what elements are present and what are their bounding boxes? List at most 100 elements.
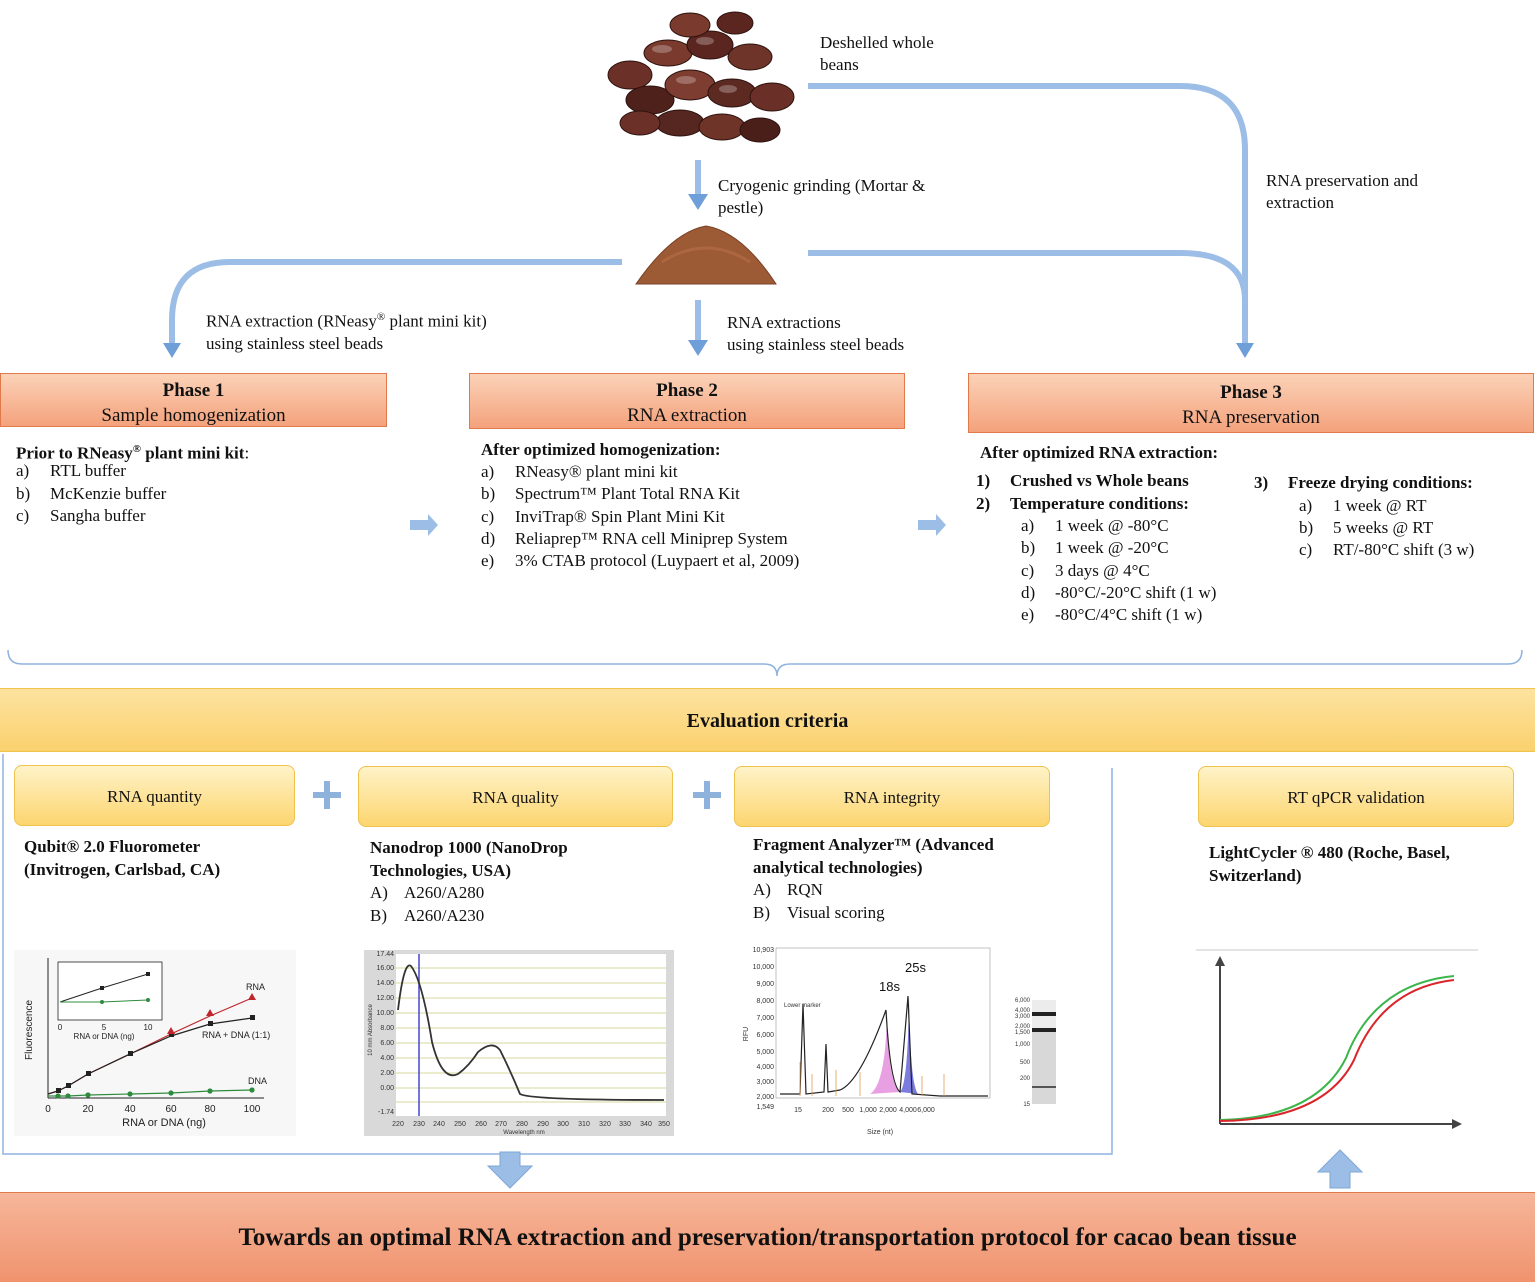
- rna-quality-box: RNA quality: [358, 766, 673, 827]
- svg-text:8.00: 8.00: [380, 1025, 394, 1032]
- series-label-dna: DNA: [248, 1076, 267, 1086]
- rna-integrity-box: RNA integrity: [734, 766, 1050, 827]
- svg-text:4,000: 4,000: [756, 1064, 774, 1071]
- phase2-subtitle: RNA extraction: [627, 405, 747, 426]
- svg-text:300: 300: [557, 1121, 569, 1128]
- svg-text:200: 200: [1020, 1076, 1031, 1082]
- svg-text:350: 350: [658, 1121, 670, 1128]
- svg-text:Wavelength nm: Wavelength nm: [503, 1130, 544, 1136]
- lower-marker-label: Lower marker: [784, 1003, 821, 1009]
- lightcycler-instrument: LightCycler ® 480 (Roche, Basel,Switzerl…: [1209, 843, 1450, 885]
- svg-text:330: 330: [619, 1121, 631, 1128]
- series-label-rna: RNA: [246, 982, 265, 992]
- phase3-group-1: 1)Crushed vs Whole beans: [976, 471, 1189, 490]
- phase2-item: e)3% CTAB protocol (Luypaert et al, 2009…: [481, 551, 800, 570]
- svg-text:6,000: 6,000: [756, 1032, 774, 1039]
- svg-text:310: 310: [578, 1121, 590, 1128]
- svg-text:280: 280: [516, 1121, 528, 1128]
- svg-text:0.00: 0.00: [380, 1085, 394, 1092]
- svg-text:20: 20: [82, 1104, 94, 1115]
- qpcr-curve-red: [1219, 979, 1455, 1122]
- phase3-fd-item: a)1 week @ RT: [1299, 496, 1427, 515]
- svg-text:250: 250: [454, 1121, 466, 1128]
- phase1-heading: Prior to RNeasy® plant mini kit:: [16, 443, 250, 463]
- nanodrop-chart: 17.44 16.00 14.00 12.00 10.00 8.00 6.00 …: [364, 950, 674, 1136]
- grinding-label: Cryogenic grinding (Mortar & pestle): [718, 176, 926, 217]
- phase1-title: Phase 1: [162, 380, 225, 401]
- phase3-header: Phase 3 RNA preservation: [968, 373, 1534, 433]
- rt-qpcr-validation-box: RT qPCR validation: [1198, 766, 1514, 827]
- phase1-item: b)McKenzie buffer: [16, 484, 167, 503]
- svg-text:4,000: 4,000: [1015, 1008, 1031, 1014]
- brace: [7, 649, 1523, 677]
- svg-text:60: 60: [165, 1104, 177, 1115]
- svg-text:17.44: 17.44: [376, 951, 394, 958]
- svg-text:1,549: 1,549: [756, 1104, 774, 1111]
- phase1-item: a)RTL buffer: [16, 461, 126, 480]
- svg-text:10.00: 10.00: [376, 1010, 394, 1017]
- inset-chart: 0 5 10 RNA or DNA (ng): [57, 961, 163, 1041]
- phase3-temp-item: d)-80°C/-20°C shift (1 w): [1021, 583, 1217, 602]
- plus-icon: [313, 781, 721, 809]
- phase2-item: a)RNeasy® plant mini kit: [481, 462, 678, 481]
- svg-text:3,000: 3,000: [756, 1079, 774, 1086]
- svg-text:1,000: 1,000: [1015, 1042, 1031, 1048]
- phase-arrow-1: [410, 514, 438, 536]
- svg-text:-1.74: -1.74: [378, 1109, 394, 1116]
- phase3-temp-item: c)3 days @ 4°C: [1021, 561, 1150, 580]
- phase3-temp-item: b)1 week @ -20°C: [1021, 538, 1169, 557]
- phase2-title: Phase 2: [656, 380, 718, 401]
- left-arrow-label: RNA extraction (RNeasy® plant mini kit) …: [206, 311, 487, 353]
- phase3-temp-item: e)-80°C/4°C shift (1 w): [1021, 605, 1203, 624]
- phase3-subtitle: RNA preservation: [1182, 407, 1320, 428]
- phase3-heading: After optimized RNA extraction:: [980, 443, 1219, 462]
- svg-text:7,000: 7,000: [756, 1015, 774, 1022]
- svg-text:2,000: 2,000: [879, 1107, 897, 1114]
- cacao-beans-image: [607, 11, 795, 143]
- svg-text:15: 15: [1023, 1102, 1030, 1108]
- phase2-item: b)Spectrum™ Plant Total RNA Kit: [481, 484, 740, 503]
- phase2-item: c)InviTrap® Spin Plant Mini Kit: [481, 507, 725, 526]
- x-ticks: 0 20 40 60 80 100: [45, 1104, 261, 1115]
- fragment-analyzer-chart: 10,903 10,000 9,000 8,000 7,000 6,000 5,…: [743, 947, 1056, 1136]
- x-axis-label: RNA or DNA (ng): [122, 1117, 206, 1129]
- svg-text:12.00: 12.00: [376, 995, 394, 1002]
- svg-text:2,000: 2,000: [1015, 1024, 1031, 1030]
- qpcr-curve-green: [1219, 975, 1455, 1121]
- svg-text:5,000: 5,000: [756, 1049, 774, 1056]
- svg-text:220: 220: [392, 1121, 404, 1128]
- svg-text:4.00: 4.00: [380, 1055, 394, 1062]
- phase-arrow-2: [918, 514, 946, 536]
- svg-text:1,000: 1,000: [859, 1107, 877, 1114]
- svg-text:10,000: 10,000: [753, 964, 775, 971]
- phase3-fd-item: c)RT/-80°C shift (3 w): [1299, 540, 1475, 559]
- peak-25s-label: 25s: [905, 960, 926, 975]
- svg-text:3,000: 3,000: [1015, 1014, 1031, 1020]
- svg-text:500: 500: [1020, 1060, 1031, 1066]
- svg-text:16.00: 16.00: [376, 965, 394, 972]
- phase3-group-2: 2)Temperature conditions:: [976, 494, 1189, 513]
- svg-text:0: 0: [58, 1023, 63, 1032]
- evaluation-frame: [2, 754, 1113, 1155]
- phase3-temp-item: a)1 week @ -80°C: [1021, 516, 1169, 535]
- svg-text:1,500: 1,500: [1015, 1030, 1031, 1036]
- rna-quantity-box: RNA quantity: [14, 765, 295, 826]
- svg-text:290: 290: [537, 1121, 549, 1128]
- svg-text:500: 500: [842, 1107, 854, 1114]
- phase3-title: Phase 3: [1220, 382, 1282, 403]
- qpcr-chart: [1196, 949, 1478, 1129]
- phase1-subtitle: Sample homogenization: [101, 405, 286, 426]
- phase1-item: c)Sangha buffer: [16, 506, 146, 525]
- phase2-heading: After optimized homogenization:: [481, 440, 721, 459]
- svg-text:80: 80: [204, 1104, 216, 1115]
- conclusion-banner: Towards an optimal RNA extraction and pr…: [0, 1192, 1535, 1282]
- svg-text:240: 240: [433, 1121, 445, 1128]
- phase2-header: Phase 2 RNA extraction: [469, 373, 905, 429]
- svg-text:RFU: RFU: [743, 1027, 750, 1041]
- phase2-item: d)Reliaprep™ RNA cell Miniprep System: [481, 529, 788, 548]
- phase1-header: Phase 1 Sample homogenization: [0, 373, 387, 427]
